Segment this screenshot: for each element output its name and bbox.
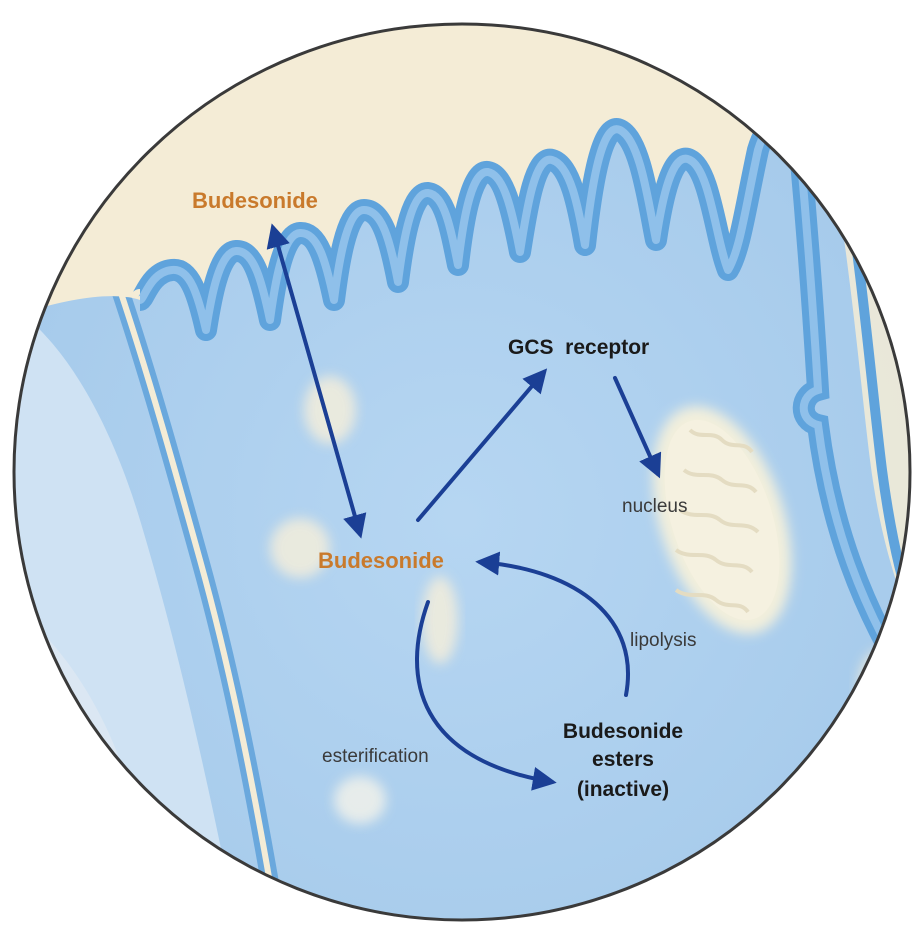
label-gcs-receptor: GCS receptor	[508, 336, 649, 359]
label-esterification: esterification	[322, 746, 429, 767]
label-esters-line3: (inactive)	[577, 778, 669, 801]
label-lipolysis: lipolysis	[630, 630, 697, 651]
label-budesonide-lumen: Budesonide	[192, 188, 318, 213]
label-nucleus: nucleus	[622, 496, 688, 517]
label-esters-line1: Budesonide	[563, 720, 683, 743]
label-budesonide-cell: Budesonide	[318, 548, 444, 573]
label-esters-line2: esters	[592, 748, 654, 771]
